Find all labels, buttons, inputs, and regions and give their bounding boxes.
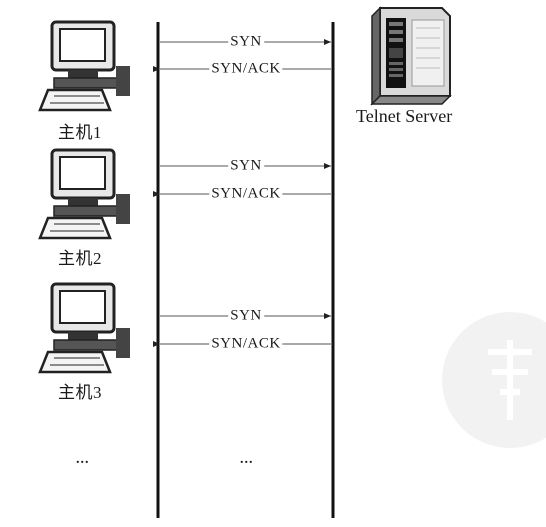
host-label-3: 主机3 xyxy=(58,383,102,402)
computer-icon-2 xyxy=(38,148,130,240)
watermark-logo xyxy=(442,312,546,448)
synack-label-3: SYN/ACK xyxy=(209,335,283,353)
synack-label-1: SYN/ACK xyxy=(209,60,283,78)
syn-label-1: SYN xyxy=(228,33,264,51)
server-icon xyxy=(370,6,452,106)
syn-label-2: SYN xyxy=(228,157,264,175)
ellipsis-middle: ... xyxy=(240,452,254,467)
syn-label-3: SYN xyxy=(228,307,264,325)
host-label-2: 主机2 xyxy=(58,249,102,268)
ellipsis-left: ... xyxy=(76,452,90,467)
server-label: Telnet Server xyxy=(356,106,453,126)
computer-icon-3 xyxy=(38,282,130,374)
host-label-1: 主机1 xyxy=(58,123,102,142)
synack-label-2: SYN/ACK xyxy=(209,185,283,203)
computer-icon-1 xyxy=(38,20,130,112)
